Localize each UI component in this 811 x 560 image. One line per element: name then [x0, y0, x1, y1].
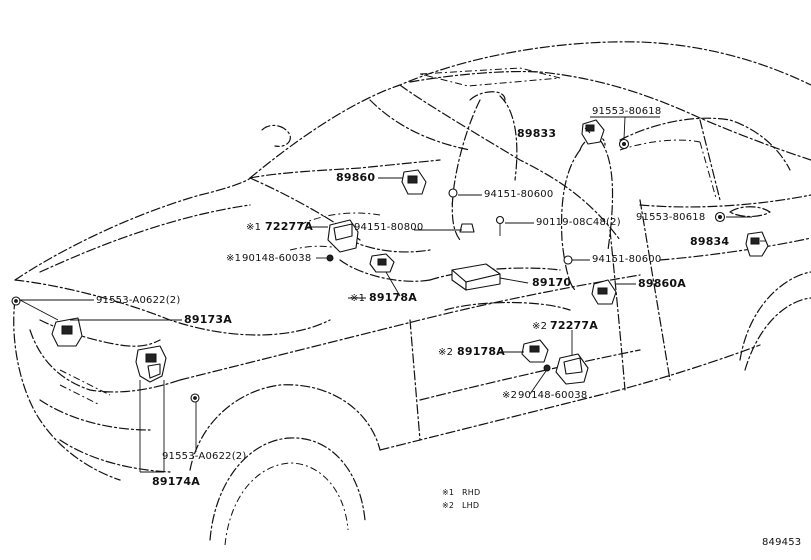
label-94151-80800: 94151-80800 — [354, 222, 423, 233]
sensor-89834-icon — [745, 231, 769, 257]
legend-rhd-mark: ※1 — [442, 488, 454, 497]
sensor-89173A-icon — [51, 317, 83, 347]
bolt-90148-60038-lhd-icon — [543, 364, 551, 372]
label-89860A: 89860A — [638, 277, 686, 290]
sensor-89860-icon — [401, 169, 427, 195]
bolt-90148-60038-rhd-icon — [326, 254, 334, 262]
sensor-89833-icon — [581, 119, 605, 145]
label-89170: 89170 — [532, 276, 571, 289]
label-90119-08C48: 90119-08C48(2) — [536, 217, 621, 228]
label-94151-80600-top: 94151-80600 — [484, 189, 553, 200]
sensor-89178A-rhd-icon — [369, 253, 395, 273]
label-91553-A0622-top: 91553-A0622(2) — [96, 295, 180, 306]
bolt-94151-80800-icon — [459, 223, 475, 233]
label-note2-mark-89178A: ※2 — [438, 347, 453, 358]
label-89834: 89834 — [690, 235, 729, 248]
car-outline — [13, 41, 811, 546]
label-94151-80600-right: 94151-80600 — [592, 254, 661, 265]
label-note1-mark-90148: ※1 — [226, 253, 241, 264]
legend-lhd-text: LHD — [462, 501, 479, 510]
legend: ※1 RHD ※2 LHD — [442, 488, 480, 510]
bolt-94151-80600-right-icon — [563, 255, 573, 265]
sensor-89860A-icon — [591, 279, 617, 305]
diagram-number: 849453 — [762, 537, 801, 548]
label-note2-mark-72277A: ※2 — [532, 321, 547, 332]
legend-rhd-text: RHD — [462, 488, 480, 497]
label-89174A: 89174A — [152, 475, 200, 488]
sensor-89178A-lhd-icon — [521, 339, 549, 363]
sensor-89174A-icon — [135, 345, 167, 383]
nut-91553-A0622-bottom-icon — [190, 393, 200, 403]
parts — [11, 119, 769, 403]
label-89860: 89860 — [336, 171, 375, 184]
label-72277A-lhd: 72277A — [550, 319, 598, 332]
legend-lhd-mark: ※2 — [442, 501, 454, 510]
label-91553-80618-right: 91553-80618 — [636, 212, 705, 223]
label-note1-mark-72277A: ※1 — [246, 222, 261, 233]
bracket-72277A-rhd-icon — [327, 219, 359, 253]
label-89833: 89833 — [517, 127, 556, 140]
part-labels: 91553-80618 89833 89860 94151-80600 ※1 7… — [96, 106, 729, 488]
label-72277A-rhd: 72277A — [265, 220, 313, 233]
nut-91553-A0622-top-icon — [11, 296, 21, 306]
label-89173A: 89173A — [184, 313, 232, 326]
label-note1-mark-89178A: ※1 — [350, 293, 365, 304]
label-90148-60038-lhd: 90148-60038 — [518, 390, 587, 401]
label-89178A-rhd: 89178A — [369, 291, 417, 304]
leader-lines — [19, 116, 766, 473]
nut-91553-80618-right-icon — [714, 211, 726, 223]
label-89178A-lhd: 89178A — [457, 345, 505, 358]
label-91553-80618-top: 91553-80618 — [592, 106, 661, 117]
label-note2-mark-90148: ※2 — [502, 390, 517, 401]
airbag-ecu-89170-icon — [451, 263, 501, 291]
bracket-72277A-lhd-icon — [555, 353, 589, 385]
bolt-94151-80600-top-icon — [448, 188, 458, 206]
screw-90119-08C48-icon — [495, 215, 505, 236]
label-91553-A0622-bottom: 91553-A0622(2) — [162, 451, 246, 462]
label-90148-60038-rhd: 90148-60038 — [242, 253, 311, 264]
nut-91553-80618-top-icon — [618, 138, 630, 150]
